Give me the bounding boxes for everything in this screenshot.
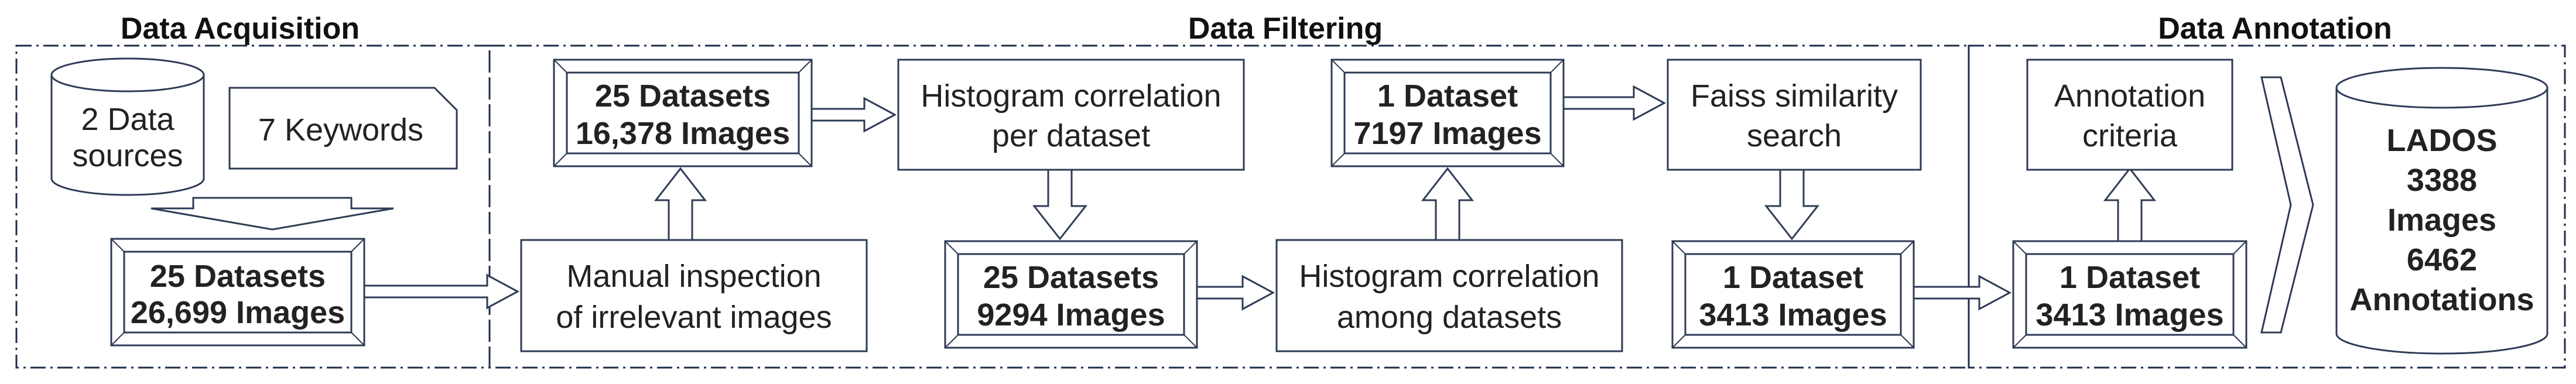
arrow-faiss-down [1764,169,1820,241]
arrow-to-hist-among [1196,275,1275,311]
lados-annotations-label: Annotations [2350,282,2534,317]
filter4-dataset-line-2: 3413 Images [1699,297,1887,332]
annotation-criteria-line-1: Annotation [2054,78,2205,114]
arrow-to-hist-per-dataset [810,97,897,133]
arrow-to-lados [2260,76,2314,334]
acq-datasets-line-1: 25 Datasets [150,259,326,294]
filter3-dataset-line-2: 7197 Images [1353,116,1541,151]
annot-dataset-line-1: 1 Dataset [2060,260,2200,295]
keywords-note: 7 Keywords [228,87,458,170]
section-title-filtering: Data Filtering [1188,12,1383,46]
arrow-annot-up [2103,167,2157,242]
frame-annotation [1968,44,2566,369]
arrow-to-annotation [1913,275,2012,311]
filter2-datasets-line-1: 25 Datasets [983,260,1159,295]
frame-filtering [488,44,1970,369]
filter2-datasets-line-2: 9294 Images [977,297,1165,332]
hist-per-dataset-line-1: Histogram correlation [921,78,1221,114]
hist-among-line-1: Histogram correlation [1299,259,1599,294]
lados-cylinder: LADOS 3388 Images 6462 Annotations [2335,67,2548,355]
acq-datasets-line-2: 26,699 Images [131,295,345,330]
hist-among-box: Histogram correlation among datasets [1275,239,1623,352]
filter1-datasets-box: 25 Datasets 16,378 Images [553,59,813,167]
filter1-datasets-line-1: 25 Datasets [595,78,771,114]
acq-datasets-box: 25 Datasets 26,699 Images [110,238,365,347]
annot-dataset-line-2: 3413 Images [2036,297,2223,332]
faiss-box: Faiss similarity search [1667,59,1922,171]
arrow-to-manual-inspection [363,273,520,310]
keywords-label: 7 Keywords [258,112,423,148]
filter4-dataset-box: 1 Dataset 3413 Images [1671,240,1915,349]
manual-inspection-box: Manual inspection of irrelevant images [520,239,868,352]
lados-images-count: 3388 [2407,163,2477,198]
section-title-annotation: Data Annotation [2158,12,2392,46]
arrow-hist-among-up [1421,167,1475,241]
lados-title: LADOS [2387,123,2498,158]
filter4-dataset-line-1: 1 Dataset [1723,260,1863,295]
arrow-to-faiss [1562,85,1667,121]
annot-dataset-box: 1 Dataset 3413 Images [2012,240,2247,349]
hist-among-line-2: among datasets [1337,300,1562,335]
filter3-dataset-box: 1 Dataset 7197 Images [1330,59,1565,167]
data-sources-line-1: 2 Data [81,102,175,137]
lados-annotations-count: 6462 [2407,242,2477,277]
arrow-acquisition-down [150,197,394,231]
hist-per-dataset-line-2: per dataset [992,118,1150,153]
data-sources-line-2: sources [72,138,183,173]
lados-images-label: Images [2387,203,2496,238]
arrow-hist-down [1032,169,1088,241]
faiss-line-1: Faiss similarity [1691,78,1898,114]
manual-inspection-line-2: of irrelevant images [556,300,832,335]
section-title-acquisition: Data Acquisition [121,12,360,46]
annotation-criteria-box: Annotation criteria [2026,59,2233,171]
filter1-datasets-line-2: 16,378 Images [576,116,790,151]
annotation-criteria-line-2: criteria [2082,118,2178,153]
manual-inspection-line-1: Manual inspection [566,259,821,294]
arrow-manual-up [654,167,707,241]
filter3-dataset-line-1: 1 Dataset [1377,78,1518,114]
filter2-datasets-box: 25 Datasets 9294 Images [944,240,1198,349]
hist-per-dataset-box: Histogram correlation per dataset [897,59,1245,171]
faiss-line-2: search [1747,118,1842,153]
data-sources-cylinder: 2 Data sources [50,57,205,196]
